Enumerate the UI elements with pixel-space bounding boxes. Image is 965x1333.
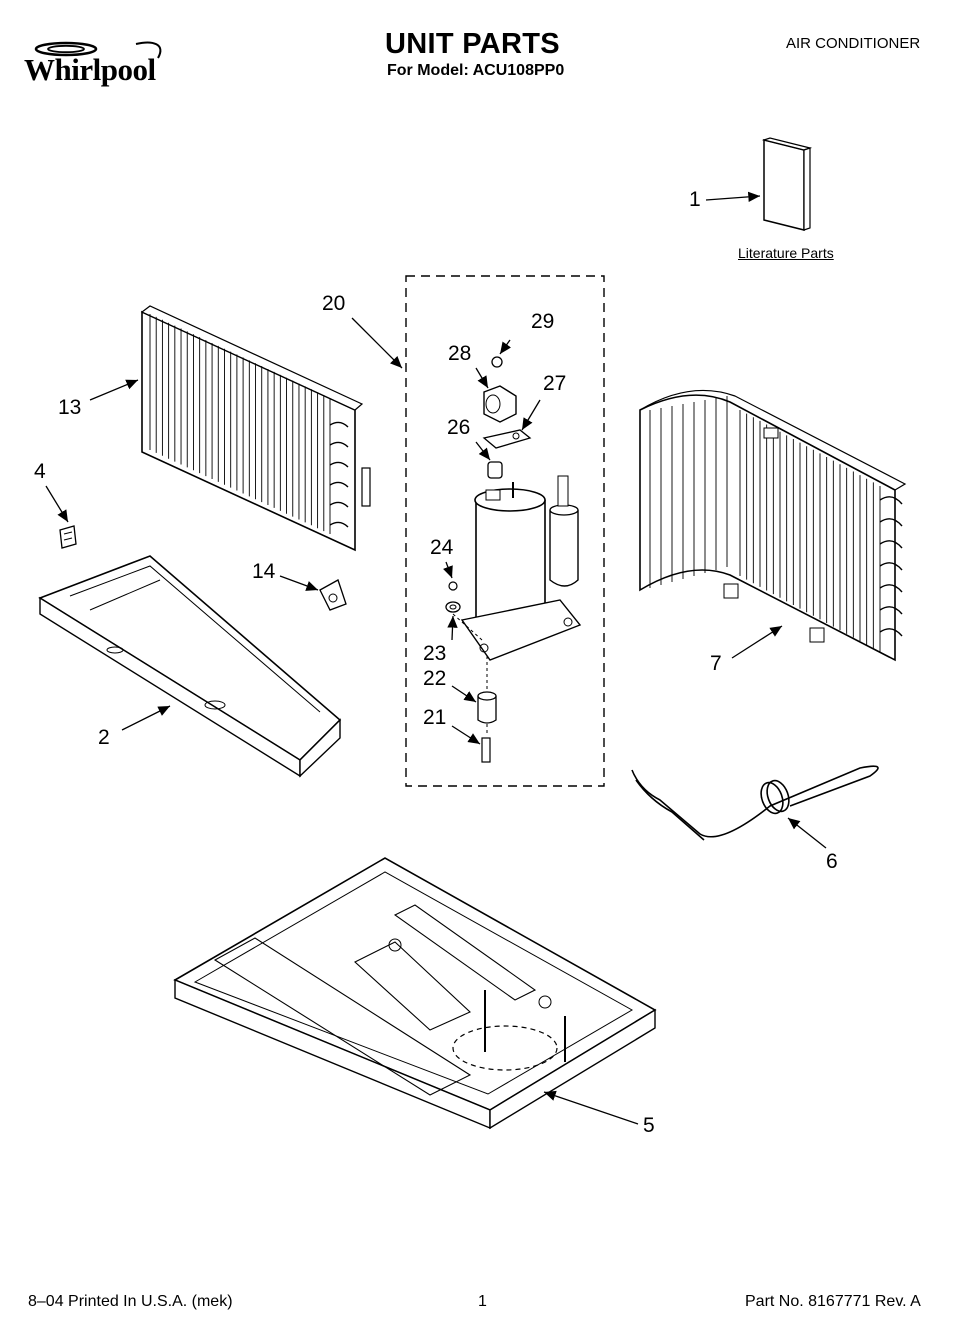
callout-4: 4: [34, 460, 46, 483]
condenser-coil-part: [140, 305, 371, 552]
callout-2: 2: [98, 726, 110, 749]
sleeve-part: [481, 737, 491, 763]
callout-28: 28: [448, 342, 472, 365]
evaporator-coil-part: [639, 389, 907, 662]
callout-29: 29: [531, 310, 555, 333]
page-number: 1: [478, 1293, 487, 1310]
callout-24: 24: [430, 536, 454, 559]
part-number: Part No. 8167771 Rev. A: [745, 1293, 921, 1310]
callout-14: 14: [252, 560, 276, 583]
page-title: UNIT PARTS: [385, 28, 560, 60]
callout-13: 13: [58, 396, 82, 419]
clip-part: [59, 525, 77, 549]
grommet-part: [477, 691, 497, 724]
callout-21: 21: [423, 706, 447, 729]
model-subtitle: For Model: ACU108PP0: [387, 62, 565, 79]
compressor-group-box: [405, 275, 605, 787]
callout-1: 1: [689, 188, 701, 211]
product-category: AIR CONDITIONER: [786, 35, 921, 52]
callout-7: 7: [710, 652, 722, 675]
callout-20: 20: [322, 292, 346, 315]
whirlpool-logo: Whirlpool: [18, 36, 188, 96]
base-pan-part: [173, 857, 657, 1130]
bracket-part: [319, 579, 347, 611]
callout-5: 5: [643, 1114, 655, 1137]
sensor-tube-part: [631, 765, 879, 841]
overload-protector-part: [487, 461, 503, 479]
callout-26: 26: [447, 416, 471, 439]
callout-6: 6: [826, 850, 838, 873]
literature-booklet-part: [761, 137, 813, 231]
callout-23: 23: [423, 642, 447, 665]
compressor-part: [460, 475, 582, 661]
callout-22: 22: [423, 667, 447, 690]
nut-part: [448, 581, 458, 591]
cap-part: [491, 356, 503, 368]
gasket-part: [482, 429, 532, 449]
overload-cover-part: [483, 385, 517, 423]
washer-part: [445, 601, 461, 613]
logo-swirl-icon: [34, 41, 162, 59]
callout-27: 27: [543, 372, 567, 395]
print-info: 8–04 Printed In U.S.A. (mek): [28, 1293, 233, 1310]
literature-parts-label: Literature Parts: [738, 245, 834, 261]
drain-tray-part: [38, 555, 342, 778]
brand-name: Whirlpool: [24, 52, 156, 87]
